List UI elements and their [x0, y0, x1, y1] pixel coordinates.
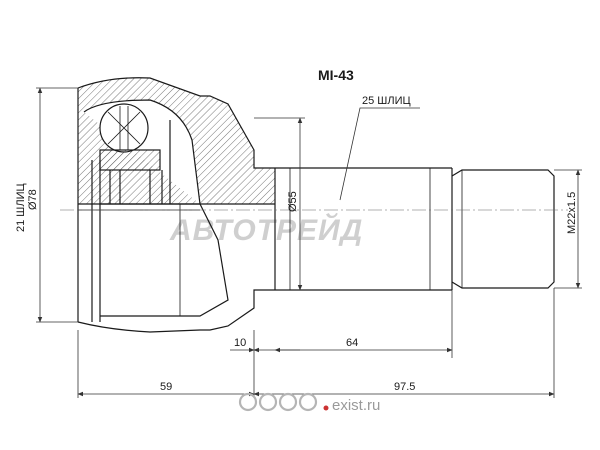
outer-diameter-label: Ø78 — [27, 189, 39, 210]
seal-offset-label: 10 — [234, 337, 246, 349]
watermark-brand: АВТОТРЕЙД — [169, 212, 363, 247]
stem-length-label: 64 — [346, 337, 358, 349]
outer-splines-label: 25 ШЛИЦ — [362, 95, 411, 107]
seal-diameter-label: Ø55 — [287, 191, 299, 212]
exist-logo-icon — [238, 392, 329, 412]
cv-stem — [274, 167, 555, 291]
inner-splines-label: 21 ШЛИЦ — [15, 183, 27, 232]
part-code: MI-43 — [318, 67, 354, 83]
watermark-site: exist.ru — [332, 397, 380, 414]
body-length-label: 59 — [160, 381, 172, 393]
total-stem-label: 97.5 — [394, 381, 415, 393]
cv-housing — [77, 77, 275, 333]
thread-label: M22x1.5 — [566, 192, 578, 234]
